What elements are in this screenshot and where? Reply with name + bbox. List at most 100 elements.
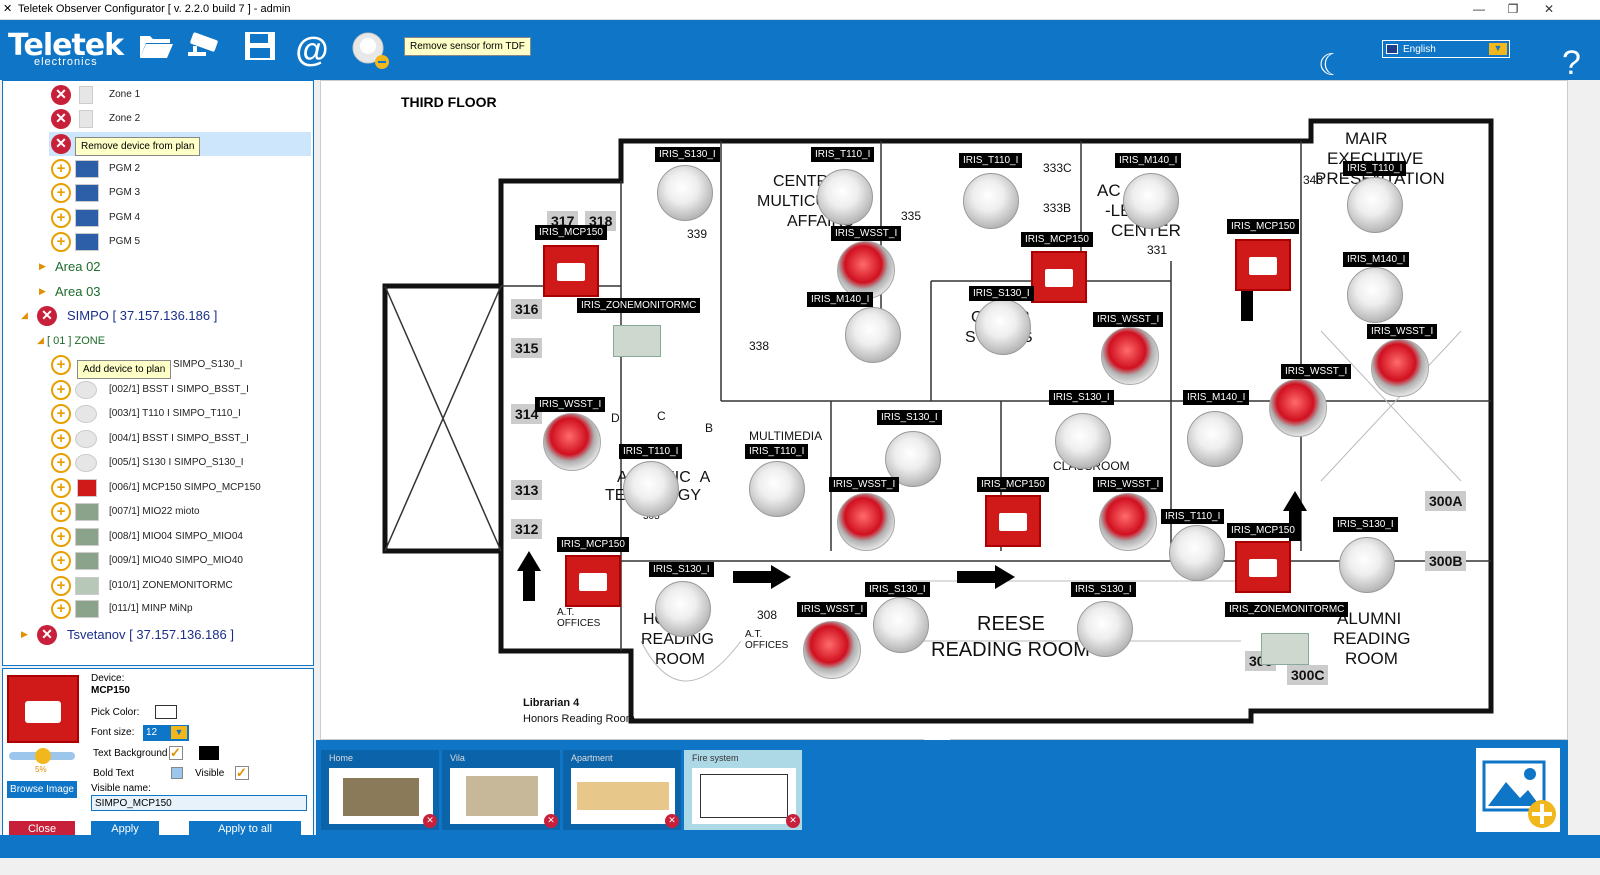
- tree-item-pgm4[interactable]: + PGM 4: [3, 206, 313, 230]
- device-label[interactable]: IRIS_T110_I: [619, 444, 683, 459]
- device-label[interactable]: IRIS_WSST_I: [535, 397, 606, 412]
- add-icon[interactable]: +: [51, 453, 71, 473]
- tree-item-zone2[interactable]: ✕ Zone 2: [3, 107, 313, 131]
- tree-item-pgm3[interactable]: + PGM 3: [3, 181, 313, 205]
- remove-icon[interactable]: ✕: [51, 134, 71, 154]
- smoke-detector[interactable]: [1123, 173, 1179, 229]
- restore-button[interactable]: ❐: [1507, 2, 1519, 16]
- tree-item-device-2[interactable]: + [002/1] BSST I SIMPO_BSST_I: [3, 378, 313, 402]
- device-label[interactable]: IRIS_T110_I: [959, 153, 1023, 168]
- tree-item-device-10[interactable]: + [010/1] ZONEMONITORMC: [3, 574, 313, 598]
- device-label[interactable]: IRIS_M140_I: [807, 292, 874, 307]
- add-icon[interactable]: +: [51, 159, 71, 179]
- expand-arrow-icon[interactable]: ▶: [39, 286, 46, 296]
- add-icon[interactable]: +: [51, 208, 71, 228]
- device-label[interactable]: IRIS_WSST_I: [1367, 324, 1438, 339]
- tab-vila[interactable]: Vila ✕: [442, 750, 560, 830]
- manual-call-point[interactable]: [1235, 541, 1291, 593]
- add-icon[interactable]: +: [51, 183, 71, 203]
- manual-call-point[interactable]: [1235, 239, 1291, 291]
- tree-item-device-9[interactable]: + [009/1] MIO40 SIMPO_MIO40: [3, 549, 313, 573]
- device-label[interactable]: IRIS_T110_I: [1343, 161, 1407, 176]
- tree-item-zone[interactable]: ◢ [ 01 ] ZONE: [3, 329, 313, 353]
- device-label[interactable]: IRIS_WSST_I: [831, 226, 902, 241]
- manual-call-point[interactable]: [565, 555, 621, 607]
- sounder-beacon[interactable]: [1099, 493, 1157, 551]
- tab-fire-system[interactable]: Fire system ✕: [684, 750, 802, 830]
- device-label[interactable]: IRIS_S130_I: [1071, 582, 1136, 597]
- device-label[interactable]: IRIS_MCP150: [557, 537, 629, 552]
- add-icon[interactable]: +: [51, 232, 71, 252]
- tree-item-device-1[interactable]: + SIMPO_S130_I: [3, 353, 313, 377]
- sounder-beacon[interactable]: [803, 621, 861, 679]
- smoke-detector[interactable]: [749, 461, 805, 517]
- device-label[interactable]: IRIS_ZONEMONITORMC: [577, 298, 701, 313]
- save-icon[interactable]: [240, 30, 280, 70]
- visible-checkbox[interactable]: ✓: [235, 766, 249, 780]
- sounder-beacon[interactable]: [1371, 339, 1429, 397]
- night-mode-icon[interactable]: ☾: [1318, 49, 1345, 82]
- device-label[interactable]: IRIS_M140_I: [1115, 153, 1182, 168]
- text-background-checkbox[interactable]: ✓: [169, 746, 183, 760]
- open-folder-icon[interactable]: [136, 30, 176, 70]
- add-icon[interactable]: +: [51, 502, 71, 522]
- device-label[interactable]: IRIS_WSST_I: [797, 602, 868, 617]
- smoke-detector[interactable]: [623, 461, 679, 517]
- sounder-beacon[interactable]: [1269, 379, 1327, 437]
- tree-item-device-8[interactable]: + [008/1] MIO04 SIMPO_MIO04: [3, 525, 313, 549]
- tree-item-pgm5[interactable]: + PGM 5: [3, 230, 313, 254]
- browse-image-button[interactable]: Browse Image: [7, 781, 77, 798]
- slider-handle[interactable]: [35, 748, 51, 764]
- add-plan-button[interactable]: [1476, 748, 1560, 832]
- device-label[interactable]: IRIS_MCP150: [1021, 232, 1093, 247]
- expand-arrow-icon[interactable]: ▶: [39, 261, 46, 271]
- collapse-arrow-icon[interactable]: ◢: [21, 310, 28, 320]
- chevron-down-icon[interactable]: ▼: [171, 726, 187, 739]
- chevron-down-icon[interactable]: ▼: [1489, 43, 1507, 55]
- manual-call-point[interactable]: [1031, 251, 1087, 303]
- device-label[interactable]: IRIS_S130_I: [865, 582, 930, 597]
- tree-item-device-4[interactable]: + [004/1] BSST I SIMPO_BSST_I: [3, 427, 313, 451]
- add-icon[interactable]: +: [51, 404, 71, 424]
- device-label[interactable]: IRIS_WSST_I: [1093, 477, 1164, 492]
- zone-monitor[interactable]: [1261, 633, 1309, 665]
- remove-icon[interactable]: ✕: [37, 306, 57, 326]
- splitter-handle[interactable]: [924, 736, 950, 740]
- close-window-button[interactable]: ✕: [1543, 2, 1555, 16]
- device-label[interactable]: IRIS_T110_I: [745, 444, 809, 459]
- device-label[interactable]: IRIS_WSST_I: [829, 477, 900, 492]
- text-background-color[interactable]: [199, 746, 219, 760]
- zone-monitor[interactable]: [613, 325, 661, 357]
- add-icon[interactable]: +: [51, 576, 71, 596]
- smoke-detector[interactable]: [655, 581, 711, 637]
- device-label[interactable]: IRIS_ZONEMONITORMC: [1225, 602, 1349, 617]
- remove-icon[interactable]: ✕: [51, 109, 71, 129]
- smoke-detector[interactable]: [1347, 267, 1403, 323]
- tree-item-device-5[interactable]: + [005/1] S130 I SIMPO_S130_I: [3, 451, 313, 475]
- sounder-beacon[interactable]: [837, 241, 895, 299]
- language-select[interactable]: English ▼: [1382, 40, 1510, 58]
- device-label[interactable]: IRIS_T110_I: [1161, 509, 1225, 524]
- smoke-detector[interactable]: [657, 165, 713, 221]
- device-label[interactable]: IRIS_S130_I: [1049, 390, 1114, 405]
- device-label[interactable]: IRIS_WSST_I: [1093, 312, 1164, 327]
- sounder-beacon[interactable]: [543, 413, 601, 471]
- manual-call-point[interactable]: [985, 495, 1041, 547]
- remove-icon[interactable]: ✕: [51, 85, 71, 105]
- add-icon[interactable]: +: [51, 478, 71, 498]
- device-label[interactable]: IRIS_S130_I: [655, 147, 720, 162]
- device-label[interactable]: IRIS_S130_I: [649, 562, 714, 577]
- tab-home[interactable]: Home ✕: [321, 750, 439, 830]
- device-label[interactable]: IRIS_MCP150: [535, 225, 607, 240]
- remove-icon[interactable]: ✕: [37, 625, 57, 645]
- close-tab-icon[interactable]: ✕: [786, 814, 800, 828]
- device-label[interactable]: IRIS_MCP150: [1227, 523, 1299, 538]
- close-tab-icon[interactable]: ✕: [665, 814, 679, 828]
- help-icon[interactable]: ?: [1562, 44, 1581, 82]
- smoke-detector[interactable]: [1347, 177, 1403, 233]
- add-icon[interactable]: +: [51, 599, 71, 619]
- smoke-detector[interactable]: [873, 597, 929, 653]
- tab-apartment[interactable]: Apartment ✕: [563, 750, 681, 830]
- smoke-detector[interactable]: [1055, 413, 1111, 469]
- apply-to-all-button[interactable]: Apply to all: [189, 821, 301, 838]
